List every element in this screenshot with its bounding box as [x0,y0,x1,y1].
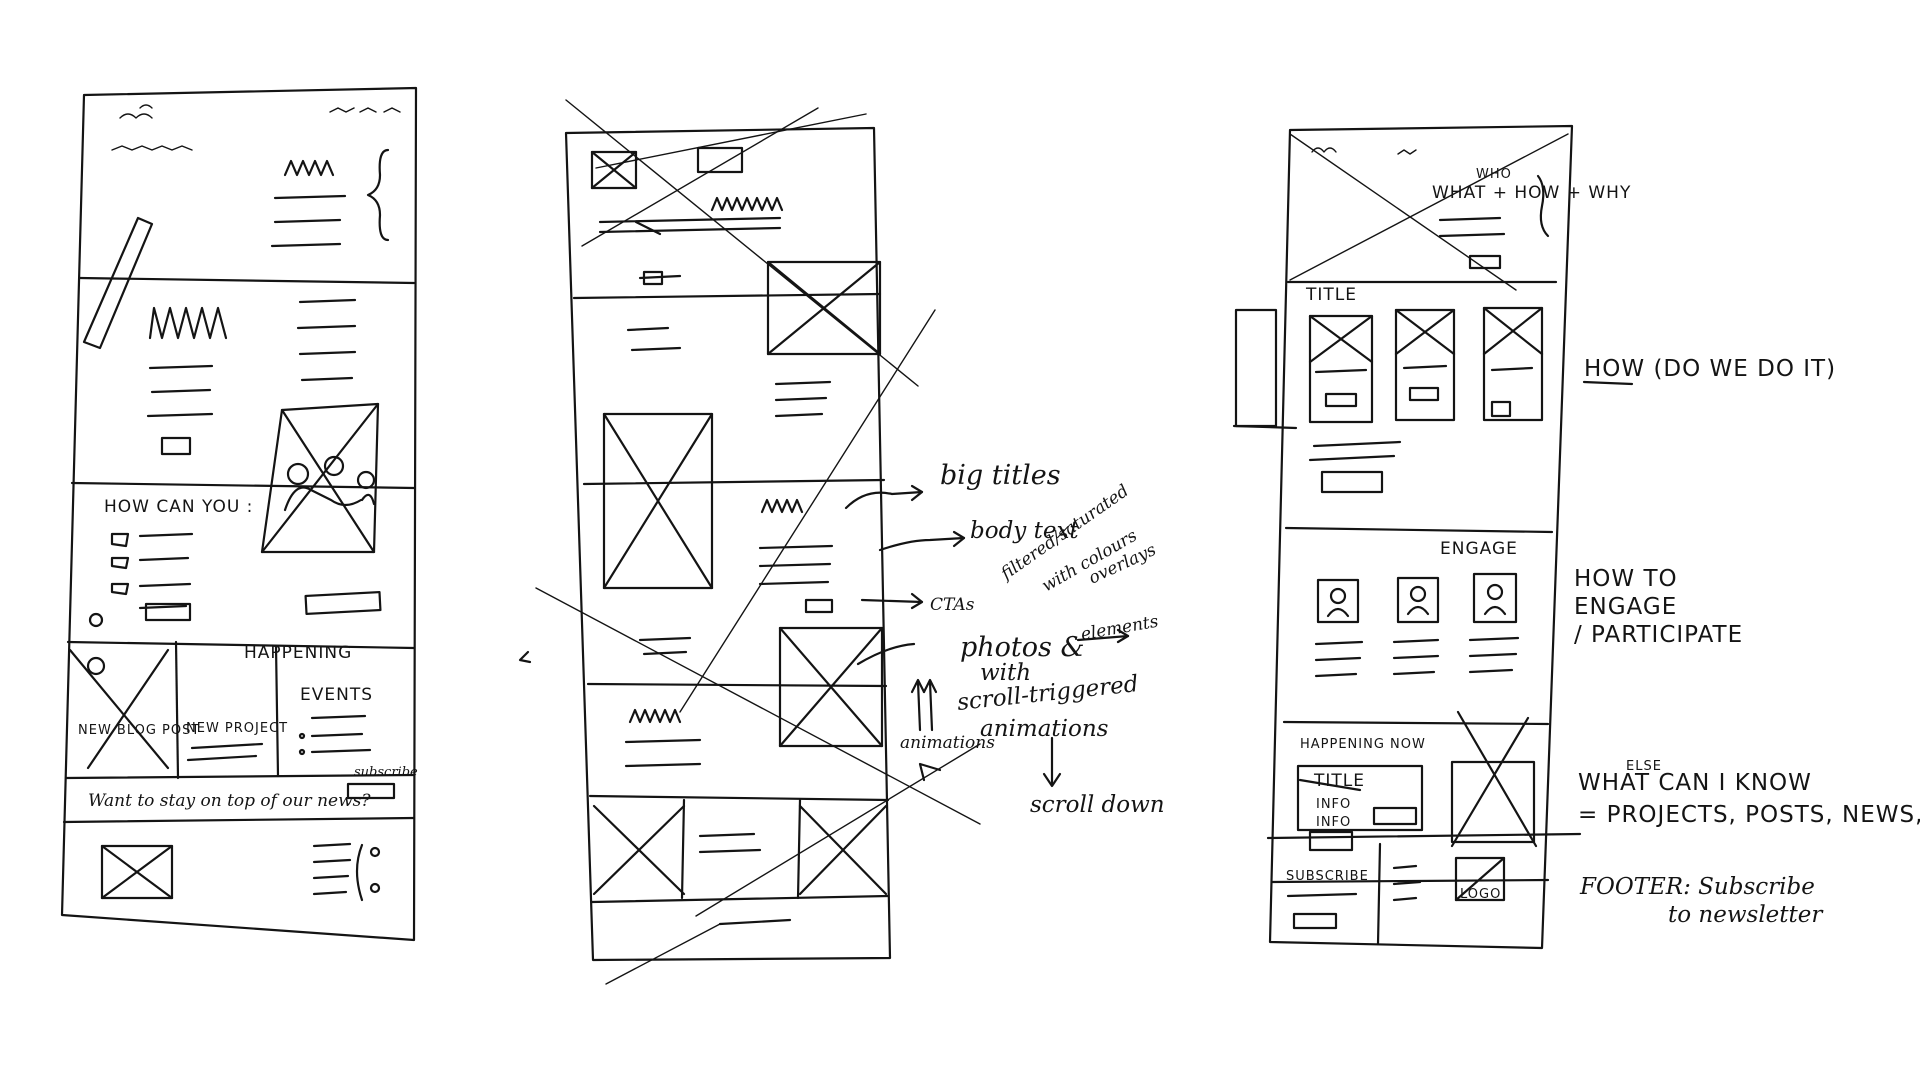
engage-label: ENGAGE [1440,539,1518,559]
annotation-ctas: CTAs [930,595,975,615]
note-how: HOW (DO WE DO IT) [1584,356,1836,382]
happening-label: HAPPENING [244,643,352,663]
subscribe-label: SUBSCRIBE [1286,869,1369,884]
happening-now-label: HAPPENING NOW [1300,737,1426,752]
card-title-label: TITLE [1313,771,1365,791]
title-label: TITLE [1305,285,1357,305]
what-how-why-label: WHAT + HOW + WHY [1432,183,1631,203]
annotation-big-titles: big titles [940,460,1061,491]
note-participate: / PARTICIPATE [1574,622,1743,648]
sketch-3-wireframe: WHAT + HOW + WHY WHO TITLE ENGAGE [1232,124,1920,950]
note-how-to: HOW TO [1574,566,1678,592]
note-engage: ENGAGE [1574,594,1677,620]
note-projects-posts-news: = PROJECTS, POSTS, NEWS, [1578,802,1920,828]
new-blog-post-label: NEW BLOG POST [78,723,200,738]
annotation-photos: photos & [960,632,1085,663]
info-label-2: INFO [1316,815,1351,830]
sketch-1-wireframe: HOW CAN YOU : HAPPENING EVENTS NEW BLOG … [60,86,418,942]
subscribe-label: subscribe [354,765,418,780]
note-footer-newsletter: to newsletter [1668,902,1824,928]
how-can-you-label: HOW CAN YOU : [104,497,253,517]
events-label: EVENTS [300,685,373,705]
annotation-scroll-down: scroll down [1030,792,1165,818]
sketch-2-wireframe: big titles body text filtered/saturated … [518,99,1165,985]
note-what-else: WHAT CAN I KNOW [1578,770,1812,796]
new-project-label: NEW PROJECT [186,721,288,736]
annotation-animations-left: animations [900,733,995,753]
annotation-with: with [980,660,1031,686]
newsletter-prompt: Want to stay on top of our news? [88,791,371,811]
note-footer: FOOTER: Subscribe [1579,874,1815,900]
annotation-animations: animations [980,716,1109,742]
who-label: WHO [1476,167,1512,182]
info-label-1: INFO [1316,797,1351,812]
frame-outline [564,126,892,962]
note-else: ELSE [1626,759,1662,774]
frame-outline [1268,124,1574,950]
logo-label: LOGO [1460,887,1501,902]
annotation-body-text: body text [970,518,1079,544]
